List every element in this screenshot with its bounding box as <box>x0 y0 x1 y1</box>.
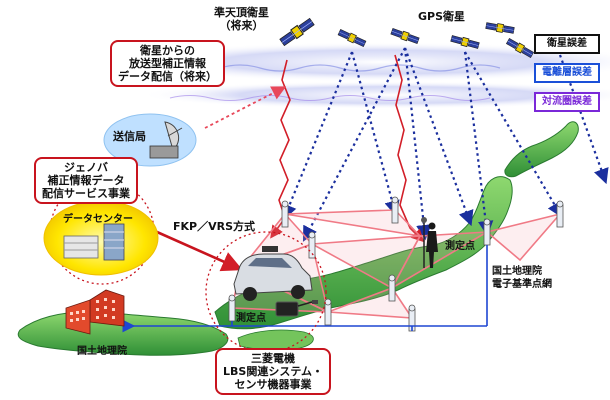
legend-ionosphere-error: 電離層誤差 <box>534 63 600 83</box>
land-hokkaido <box>504 121 579 178</box>
reference-station-icons <box>228 196 564 332</box>
ionosphere-band <box>110 42 610 82</box>
car-icon <box>233 246 313 301</box>
jenoba-box: ジェノバ補正情報データ配信サービス事業 <box>34 157 138 204</box>
datacenter-label: データセンター <box>63 214 133 225</box>
broadcast-arrow <box>204 86 287 129</box>
measurement-point-label: 測定点 <box>445 241 475 252</box>
gps-satellite-icon <box>390 27 420 45</box>
legend-satellite-error: 衛星誤差 <box>534 34 600 54</box>
surveyor-icon <box>421 217 438 268</box>
measurement-point-label: 測定点 <box>236 313 266 324</box>
satellite-signal-lines <box>282 47 609 242</box>
gps-satellite-icon <box>485 21 515 35</box>
gsi-label: 国土地理院 <box>77 346 127 357</box>
troposphere-band <box>140 81 610 109</box>
fkp-vrs-arrow <box>147 226 243 272</box>
broadcast-box: 衛星からの放送型補正情報データ配信（将来） <box>110 40 225 87</box>
qzss-satellite-icon <box>278 16 316 48</box>
server-building-icon <box>63 223 125 261</box>
qzss-label: 準天頂衛星（将来） <box>214 6 269 32</box>
gsi-data-lines <box>122 245 488 333</box>
mitsubishi-zone <box>205 231 327 353</box>
dish-antenna-icon <box>149 121 183 159</box>
gsi-network-label: 国土地理院電子基準点網 <box>492 266 552 290</box>
gps-label: GPS衛星 <box>418 10 466 23</box>
legend-troposphere-error: 対流圏誤差 <box>534 92 600 112</box>
receiver-device-icon <box>275 300 318 317</box>
building-icon <box>65 289 125 335</box>
station-label: 送信局 <box>113 130 146 143</box>
fkp-label: FKP／VRS方式 <box>173 220 256 233</box>
